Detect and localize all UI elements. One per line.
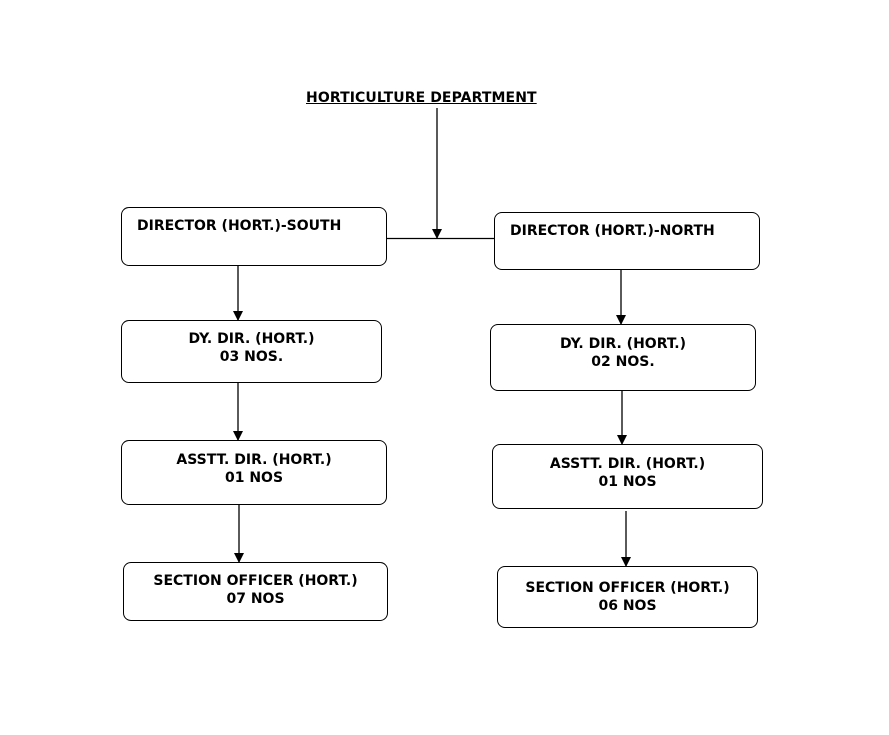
north-section-officer-role: SECTION OFFICER (HORT.): [525, 580, 730, 596]
south-assistant-box: ASSTT. DIR. (HORT.) 01 NOS: [121, 440, 387, 505]
north-director-box: DIRECTOR (HORT.)-NORTH: [494, 212, 760, 270]
north-section-officer-count: 06 NOS: [598, 598, 657, 614]
north-assistant-count: 01 NOS: [598, 474, 657, 490]
north-section-officer-box: SECTION OFFICER (HORT.) 06 NOS: [497, 566, 758, 628]
north-deputy-count: 02 NOS.: [591, 354, 655, 370]
south-section-officer-box: SECTION OFFICER (HORT.) 07 NOS: [123, 562, 388, 621]
chart-title: HORTICULTURE DEPARTMENT: [306, 90, 537, 106]
south-deputy-box: DY. DIR. (HORT.) 03 NOS.: [121, 320, 382, 383]
south-deputy-count: 03 NOS.: [219, 349, 284, 365]
north-assistant-box: ASSTT. DIR. (HORT.) 01 NOS: [492, 444, 763, 509]
south-section-officer-count: 07 NOS: [226, 591, 285, 607]
south-director-label: DIRECTOR (HORT.)-SOUTH: [137, 218, 342, 234]
south-deputy-role: DY. DIR. (HORT.): [188, 331, 315, 347]
north-deputy-role: DY. DIR. (HORT.): [560, 336, 686, 352]
south-director-box: DIRECTOR (HORT.)-SOUTH: [121, 207, 387, 266]
north-assistant-role: ASSTT. DIR. (HORT.): [549, 456, 706, 472]
south-assistant-count: 01 NOS: [224, 470, 284, 486]
north-deputy-box: DY. DIR. (HORT.) 02 NOS.: [490, 324, 756, 391]
north-director-label: DIRECTOR (HORT.)-NORTH: [510, 223, 715, 239]
south-section-officer-role: SECTION OFFICER (HORT.): [153, 573, 358, 589]
south-assistant-role: ASSTT. DIR. (HORT.): [176, 452, 332, 468]
